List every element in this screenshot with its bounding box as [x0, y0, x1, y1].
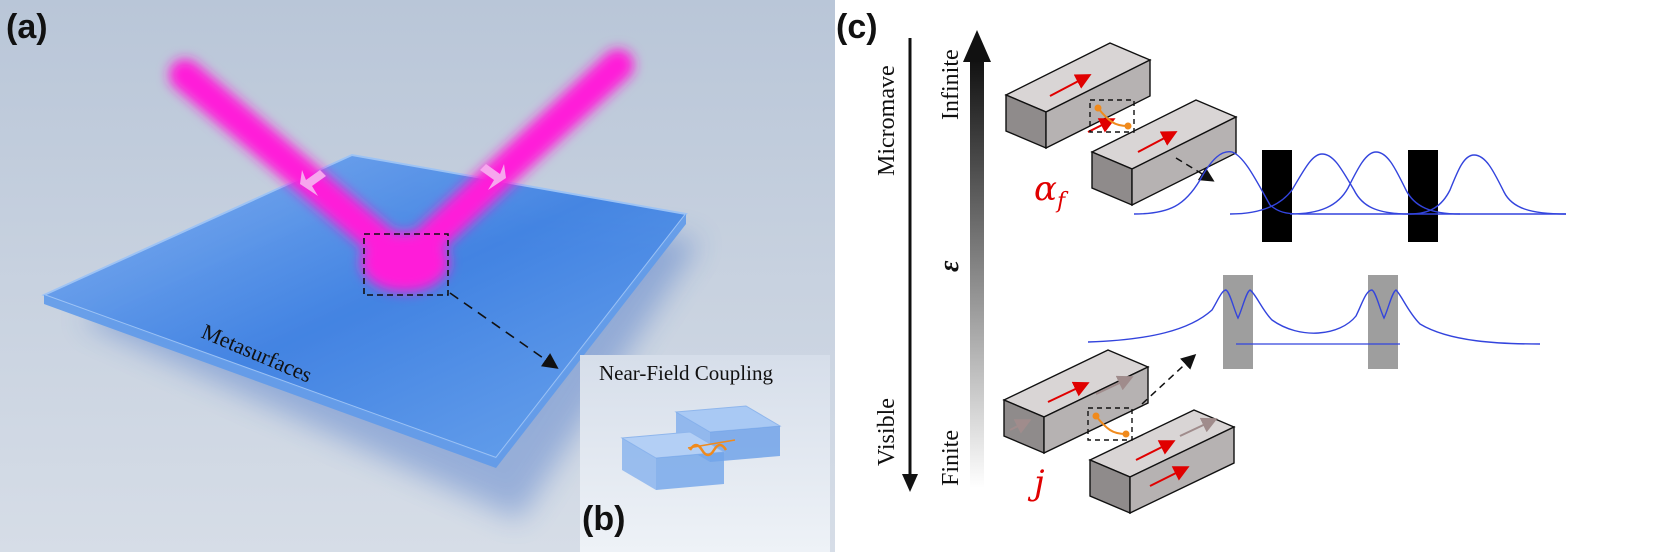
light-beams	[169, 49, 634, 292]
inset-title: Near-Field Coupling	[599, 361, 773, 385]
upper-coupling-box	[1089, 99, 1135, 133]
field-plot-lower	[1087, 275, 1541, 369]
incident-beam	[169, 59, 421, 278]
panel-a-label: (a)	[6, 8, 48, 46]
field-plot-upper	[1133, 150, 1567, 242]
metasurface-plate-edge	[44, 214, 686, 468]
beam-spot	[361, 232, 449, 292]
upper-coupling-dot-b	[1124, 122, 1132, 130]
scale-bottom-label: Finite	[938, 430, 964, 486]
waveguide-lower-left	[1002, 349, 1150, 455]
band-bottom-label: Visible	[874, 398, 900, 466]
lower-coupling-dot-a	[1092, 412, 1100, 420]
slab-grey-2	[1368, 275, 1398, 369]
j-symbol: j	[1027, 463, 1045, 503]
reflected-beam	[389, 49, 634, 278]
slab-black-2	[1408, 150, 1438, 242]
svg-text:α: α	[1034, 169, 1057, 209]
panel-b-label: (b)	[582, 500, 625, 538]
epsilon-symbol: ε	[934, 260, 965, 272]
incident-arrow-icon	[300, 170, 326, 196]
lower-coupling-dot-b	[1122, 430, 1130, 438]
svg-text:f: f	[1055, 189, 1069, 214]
lower-zoom-arrow	[1141, 353, 1197, 405]
waveguide-upper-right	[1087, 99, 1238, 207]
epsilon-scale-bar	[970, 60, 984, 488]
upper-coupling-wave	[1097, 107, 1129, 127]
panel-a: Metasurfaces (a)	[0, 0, 835, 552]
panel-c: (c) Micromave Visible Infinite Finite ε	[836, 8, 1567, 515]
alpha-symbol: α f	[1034, 169, 1069, 214]
field-curve-upper-2	[1229, 153, 1411, 215]
panel-c-label: (c)	[836, 8, 878, 46]
lower-coupling-box	[1087, 407, 1133, 441]
field-curve-upper-3	[1289, 151, 1461, 215]
band-top-label: Micromave	[874, 65, 900, 176]
lower-coupling-wave	[1095, 415, 1127, 435]
inset-block-upper	[674, 405, 782, 462]
field-curve-upper	[1133, 151, 1566, 215]
reflected-arrow-icon	[480, 164, 506, 190]
inset-coupling-arrow	[687, 439, 736, 449]
waveguide-upper-left	[1004, 42, 1152, 150]
field-curve-lower	[1087, 289, 1541, 345]
waveguide-lower-right	[1088, 409, 1236, 515]
slab-grey-1	[1223, 275, 1253, 369]
inset-block-lower	[620, 431, 726, 490]
field-curve-upper-4	[1409, 154, 1567, 215]
zoom-arrow	[449, 292, 559, 369]
frequency-arrow-head-icon	[902, 474, 918, 492]
scale-top-label: Infinite	[938, 49, 964, 120]
epsilon-scale-head-icon	[963, 30, 991, 62]
panel-b: Near-Field Coupling (b)	[580, 355, 830, 552]
inset-coupling-wave	[688, 443, 728, 457]
upper-coupling-dot-a	[1094, 104, 1102, 112]
selection-box	[363, 233, 449, 296]
